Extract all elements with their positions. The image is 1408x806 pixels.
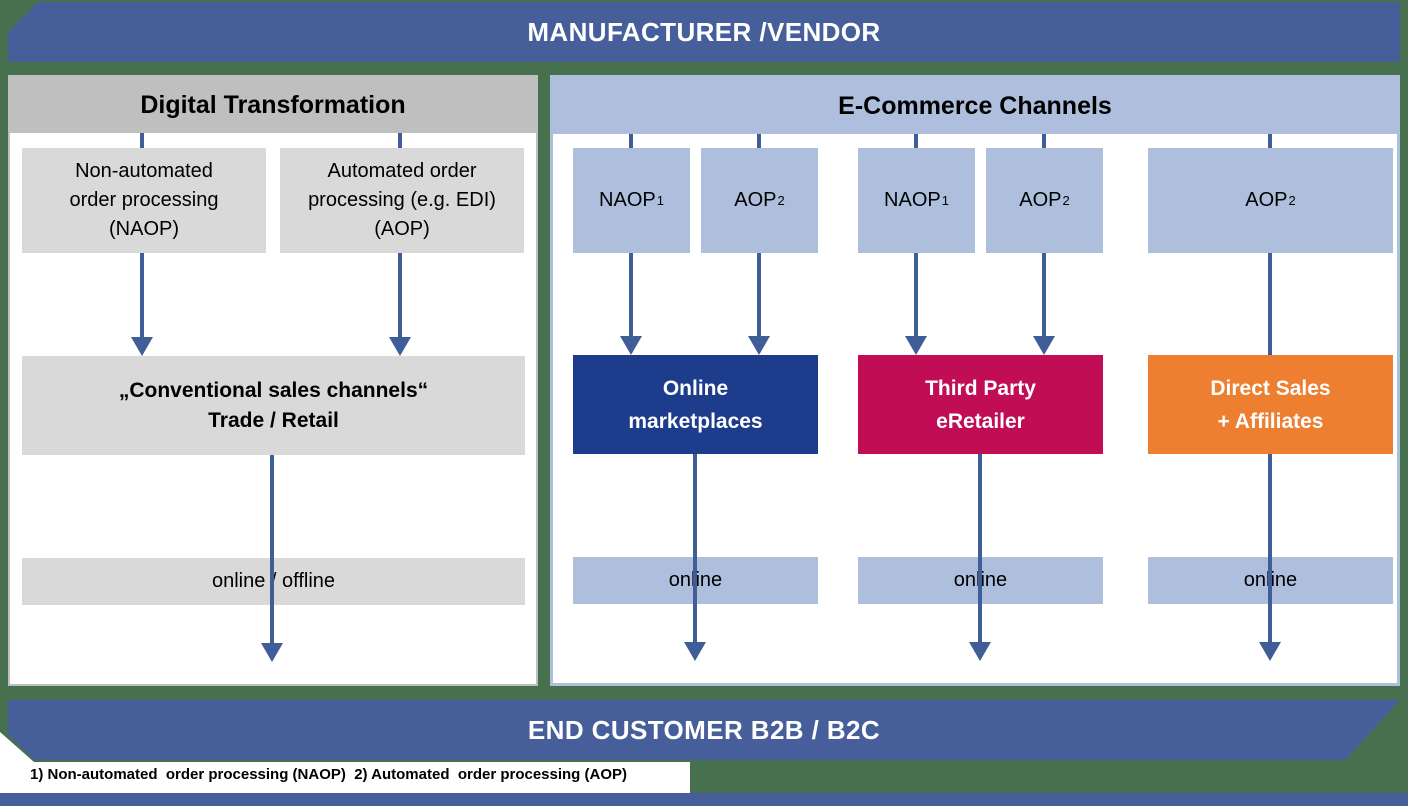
conventional-sales-box: „Conventional sales channels“ Trade / Re… — [22, 356, 525, 455]
ecommerce-channels-header: E-Commerce Channels — [553, 78, 1397, 134]
arrow-down-icon — [684, 642, 706, 661]
arrow-down-icon — [1033, 336, 1055, 355]
conventional-line1: „Conventional sales channels“ — [118, 378, 429, 402]
arrow-down-icon — [131, 337, 153, 356]
arrow-down-icon — [969, 642, 991, 661]
naop-line3: (NAOP) — [109, 218, 179, 240]
arrow-down-icon — [748, 336, 770, 355]
aop-line2: processing (e.g. EDI) — [308, 189, 496, 211]
arrow-down-icon — [261, 643, 283, 662]
aop-line3: (AOP) — [374, 218, 430, 240]
third-party-eretailer-box: Third Party eRetailer — [858, 355, 1103, 454]
channel-line2: marketplaces — [628, 409, 763, 433]
footnote: 1) Non-automated order processing (NAOP)… — [30, 766, 628, 783]
digital-transformation-header: Digital Transformation — [10, 77, 536, 133]
naop-source-box: Non-automated order processing (NAOP) — [22, 148, 266, 253]
arrow-line — [914, 253, 918, 338]
direct-sales-affiliates-box: Direct Sales + Affiliates — [1148, 355, 1393, 454]
connector-stub — [757, 134, 761, 148]
arrow-line — [1042, 253, 1046, 338]
arrow-line — [757, 253, 761, 338]
connector-stub — [914, 134, 918, 148]
aop-line1: Automated order — [327, 160, 477, 182]
channel-line2: eRetailer — [936, 409, 1025, 433]
ecommerce-channels-title: E-Commerce Channels — [838, 91, 1112, 120]
connector-stub — [1268, 134, 1272, 148]
arrow-down-icon — [905, 336, 927, 355]
online-marketplaces-box: Online marketplaces — [573, 355, 818, 454]
manufacturer-vendor-banner: MANUFACTURER /VENDOR — [8, 2, 1400, 62]
footnote-area-background — [0, 762, 690, 793]
channel-line1: Direct Sales — [1210, 376, 1331, 400]
conventional-line2: Trade / Retail — [208, 408, 339, 432]
arrow-line — [978, 454, 982, 644]
connector-stub — [1042, 134, 1046, 148]
naop-label: NAOP — [884, 189, 941, 211]
naop-line2: order processing — [69, 189, 219, 211]
arrow-down-icon — [389, 337, 411, 356]
aop-label: AOP — [1019, 189, 1062, 211]
arrow-line — [270, 455, 274, 645]
arrow-line — [629, 253, 633, 338]
aop-label: AOP — [1245, 189, 1288, 211]
channel-line1: Online — [662, 376, 729, 400]
connector-stub — [398, 133, 402, 148]
connector-stub — [629, 134, 633, 148]
naop-label: NAOP — [599, 189, 656, 211]
channel-line2: + Affiliates — [1217, 409, 1324, 433]
arrow-down-icon — [620, 336, 642, 355]
channel-line1: Third Party — [925, 376, 1036, 400]
arrow-line — [693, 454, 697, 644]
connector-stub — [140, 133, 144, 148]
manufacturer-vendor-label: MANUFACTURER /VENDOR — [527, 16, 881, 47]
end-customer-label: END CUSTOMER B2B / B2C — [527, 714, 881, 745]
naop-line1: Non-automated — [75, 160, 213, 182]
arrow-line — [398, 253, 402, 339]
bottom-edge-bar — [0, 793, 1408, 806]
end-customer-banner: END CUSTOMER B2B / B2C — [8, 700, 1400, 760]
aop-source-box: Automated order processing (e.g. EDI) (A… — [280, 148, 524, 253]
digital-transformation-panel: Digital Transformation Non-automated ord… — [8, 75, 538, 686]
arrow-line — [140, 253, 144, 339]
arrow-down-icon — [1259, 642, 1281, 661]
digital-transformation-title: Digital Transformation — [140, 90, 406, 119]
aop-label: AOP — [734, 189, 777, 211]
